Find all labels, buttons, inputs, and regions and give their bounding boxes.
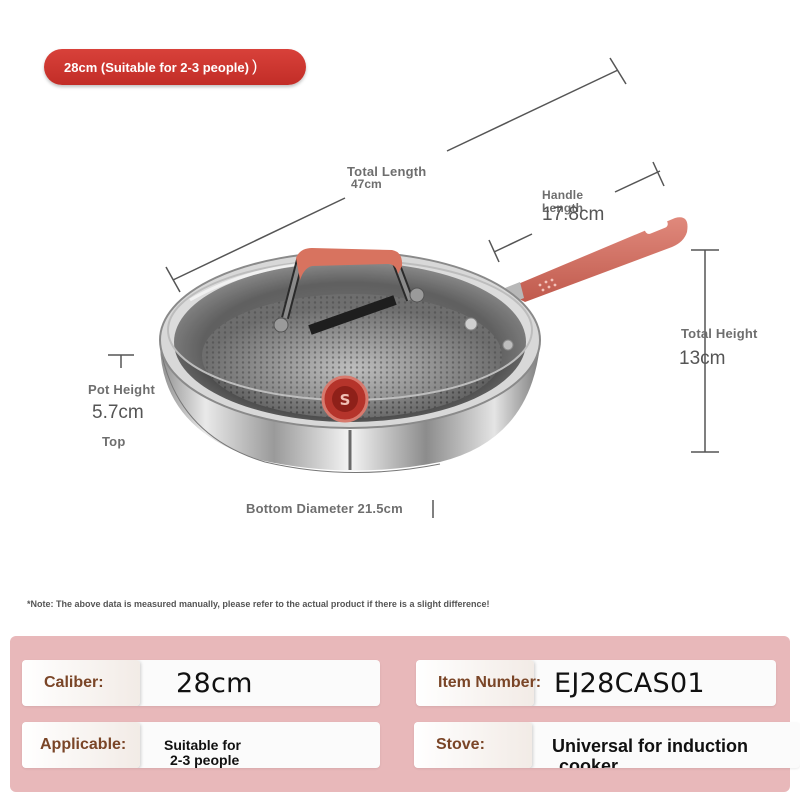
lid-knob bbox=[273, 248, 425, 335]
spec-panel: Caliber: 28cm Item Number: EJ28CAS01 App… bbox=[10, 636, 800, 792]
disclaimer-note: *Note: The above data is measured manual… bbox=[27, 599, 490, 609]
total-length-label: Total Length bbox=[347, 164, 427, 179]
caliber-label: Caliber: bbox=[22, 660, 140, 706]
pan-handle bbox=[500, 217, 688, 306]
applicable-value-line1: Suitable for bbox=[164, 737, 242, 753]
total-height-value: 13cm bbox=[679, 348, 726, 369]
stove-card: Stove: Universal for induction cooker bbox=[414, 722, 800, 768]
handle-length-value: 17.8cm bbox=[542, 204, 605, 225]
applicable-value-line2: 2-3 people bbox=[170, 752, 240, 768]
total-length-value: 47cm bbox=[351, 177, 382, 191]
item-number-value: EJ28CAS01 bbox=[554, 668, 705, 699]
applicable-card: Applicable: Suitable for 2-3 people bbox=[22, 722, 380, 768]
dimension-lines bbox=[108, 57, 719, 518]
pot-height-label: Pot Height bbox=[88, 382, 155, 397]
pot-height-value: 5.7cm bbox=[92, 402, 144, 423]
sound-wave-icon: ) bbox=[251, 58, 258, 75]
bottom-diameter-label: Bottom Diameter 21.5cm bbox=[246, 501, 403, 516]
item-number-label: Item Number: bbox=[416, 660, 541, 706]
brand-logo-icon: S bbox=[321, 375, 369, 423]
stove-value-line2: cooker bbox=[559, 756, 619, 768]
stove-label: Stove: bbox=[414, 722, 532, 768]
caliber-card: Caliber: 28cm bbox=[22, 660, 380, 706]
frying-pan-illustration: S bbox=[108, 57, 719, 518]
handle-length-label: Handle Length bbox=[542, 188, 584, 215]
caliber-value: 28cm bbox=[176, 668, 253, 699]
stove-value-line1: Universal for induction bbox=[552, 736, 749, 756]
applicable-label: Applicable: bbox=[22, 722, 140, 768]
item-number-card: Item Number: EJ28CAS01 bbox=[416, 660, 776, 706]
total-height-label: Total Height bbox=[681, 326, 758, 341]
svg-text:S: S bbox=[340, 391, 351, 409]
top-label: Top bbox=[102, 434, 126, 449]
product-diagram: S Total Length 47cm Handle Length 17.8cm… bbox=[88, 57, 758, 518]
size-badge: 28cm (Suitable for 2-3 people) ) bbox=[44, 49, 306, 85]
size-badge-text: 28cm (Suitable for 2-3 people) bbox=[64, 59, 249, 75]
